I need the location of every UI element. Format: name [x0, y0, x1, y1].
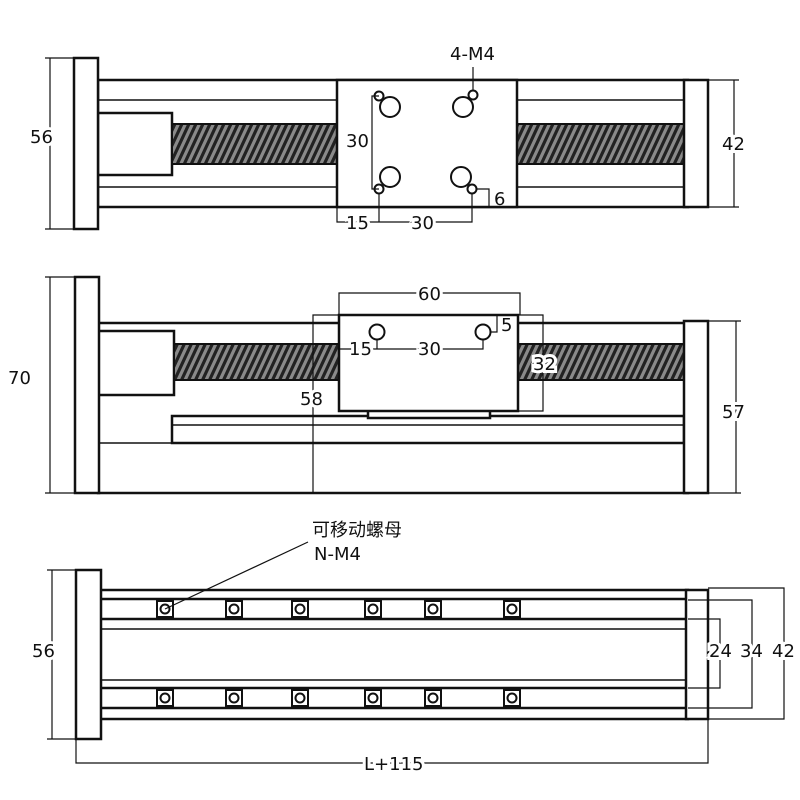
top-hole-spacing-h-label: 30 [411, 213, 434, 234]
side-carriage [337, 313, 520, 413]
side-offset-15-label: 15 [349, 339, 372, 360]
bottom-nut-row-lower [156, 689, 521, 707]
top-right-end-plate [682, 78, 710, 209]
top-hole-spacing-v-label: 30 [346, 131, 369, 152]
side-hole-spacing-label: 30 [418, 339, 441, 360]
side-offset-5-label: 5 [501, 315, 512, 336]
bottom-height-left-label: 56 [32, 641, 55, 662]
side-hole [474, 323, 492, 341]
top-hole-large [379, 96, 401, 118]
bottom-nut-label: N-M4 [314, 544, 361, 565]
bottom-upper-slot [98, 597, 690, 621]
top-offset-6-label: 6 [494, 189, 505, 210]
side-view: 70 57 60 15 30 5 32 58 [5, 275, 748, 495]
bottom-dim-42-label: 42 [772, 641, 795, 662]
bottom-right-end-plate [684, 588, 710, 721]
top-hole-m4 [467, 89, 479, 101]
side-height-left-label: 70 [8, 368, 31, 389]
bottom-dim-24-label: 24 [709, 641, 732, 662]
bottom-nut-label-cn: 可移动螺母 [312, 520, 402, 541]
bottom-dim-34-label: 34 [740, 641, 763, 662]
top-height-left-label: 56 [30, 127, 53, 148]
bottom-view: 可移动螺母 N-M4 56 24 34 42 L+115 [29, 520, 798, 778]
top-left-end-plate [72, 56, 100, 231]
top-offset-15-label: 15 [346, 213, 369, 234]
top-hole-large [379, 166, 401, 188]
side-guide-rail [170, 414, 686, 445]
side-right-end-plate [682, 319, 710, 495]
top-carriage [335, 78, 519, 209]
side-left-end-plate [73, 275, 101, 495]
bottom-nut-row-upper [156, 600, 521, 618]
side-carriage-width-label: 60 [418, 284, 441, 305]
side-height-58-label: 58 [300, 389, 323, 410]
side-hole [368, 323, 386, 341]
top-height-right-label: 42 [722, 134, 745, 155]
top-hole-large [450, 166, 472, 188]
side-carriage-height-label: 32 [533, 354, 556, 375]
bottom-length-label: L+115 [364, 754, 423, 775]
side-motor-block [96, 329, 176, 397]
top-view: 56 42 4-M4 30 15 30 6 [27, 44, 748, 237]
bottom-left-end-plate [74, 568, 103, 741]
top-hole-callout: 4-M4 [450, 44, 495, 65]
top-hole-large [452, 96, 474, 118]
top-hole-m4 [466, 183, 478, 195]
side-height-right-label: 57 [722, 402, 745, 423]
bottom-lower-slot [98, 686, 690, 710]
top-motor-block [96, 111, 174, 177]
